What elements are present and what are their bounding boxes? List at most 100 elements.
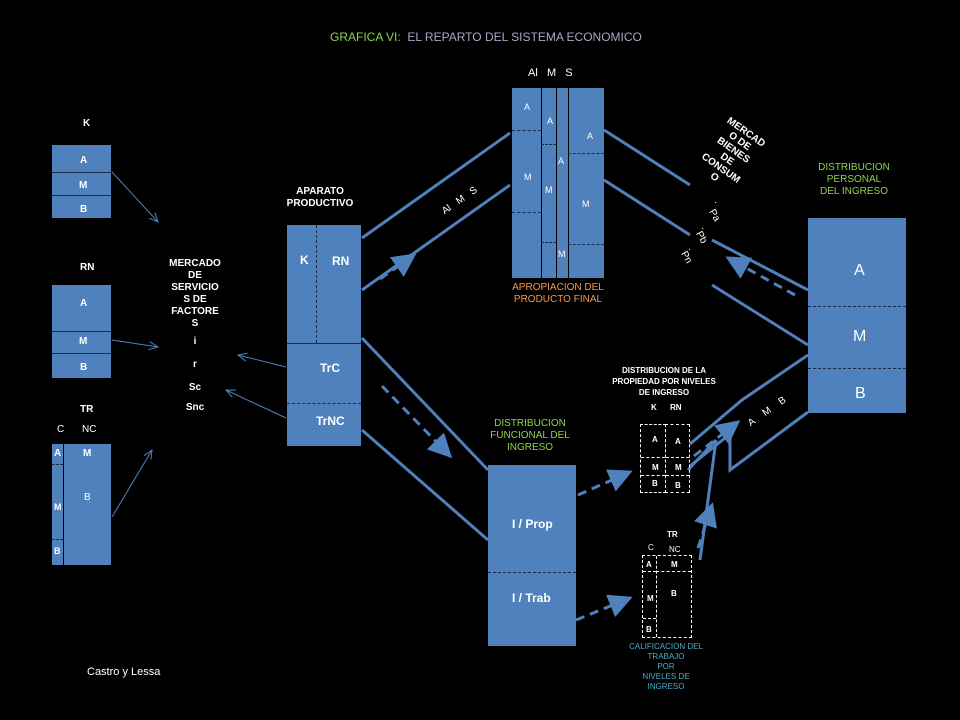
tr-split [63, 444, 64, 565]
labor-caption-5: INGRESO [647, 682, 685, 691]
header-al: Al [528, 67, 538, 79]
property-k: K [651, 403, 657, 412]
property-rn: RN [670, 403, 682, 412]
appropriation-div-5 [568, 153, 604, 154]
appropriation-col-line-3 [568, 88, 569, 278]
functional-title-3: INGRESO [506, 442, 554, 453]
appr-col2-a: A [547, 116, 554, 126]
personal-title-1: DISTRIBUCION [818, 162, 890, 173]
property-rn-div-1 [666, 457, 689, 458]
labor-caption-2: TRABAJO [647, 652, 685, 661]
factor-market-line: SERVICIO [171, 282, 219, 293]
tr-nc: NC [82, 424, 97, 435]
property-k-a: A [652, 435, 658, 444]
appr-col4-a: A [587, 131, 594, 141]
functional-title-1: DISTRIBUCION [494, 418, 566, 429]
property-rn-div-2 [666, 475, 689, 476]
labor-div-2 [643, 618, 656, 619]
labor-div-3 [656, 571, 691, 572]
factor-var-r: r [193, 359, 197, 370]
rn-b: B [80, 362, 88, 373]
factor-var-sc: Sc [188, 382, 202, 393]
property-title-1: DISTRIBUCION DE LA [622, 366, 706, 375]
k-divider-1 [52, 172, 111, 173]
property-rn-a: A [675, 437, 681, 446]
labor-tr: TR [667, 530, 678, 539]
labor-caption-1: CALIFICACION DEL [629, 642, 703, 651]
property-rn-b: B [675, 481, 681, 490]
tr-a: A [54, 448, 62, 459]
appropriation-caption-1: APROPIACION DEL [512, 282, 604, 293]
header-s: S [565, 67, 573, 79]
labor-a: A [646, 560, 652, 569]
productive-rn: RN [332, 254, 350, 268]
appropriation-div-6 [568, 244, 604, 245]
rn-m: M [79, 336, 88, 347]
factor-var-snc: Snc [185, 402, 205, 413]
k-title: K [83, 118, 91, 129]
appr-col4-m: M [582, 199, 590, 209]
personal-divider-1 [808, 306, 906, 307]
labor-split [656, 556, 657, 637]
functional-title: DISTRIBUCION FUNCIONAL DEL INGRESO [480, 418, 580, 454]
k-m: M [79, 180, 88, 191]
rn-a: A [80, 298, 88, 309]
labor-caption-3: POR [657, 662, 675, 671]
functional-trab: I / Trab [512, 591, 551, 605]
productive-box: K RN TrC TrNC [287, 225, 361, 446]
tr-b-left: B [54, 546, 61, 556]
productive-split [316, 225, 317, 343]
appropriation-div-1 [512, 130, 541, 131]
k-box: A M B [52, 145, 111, 218]
personal-a: A [854, 262, 865, 279]
labor-div-1 [643, 571, 656, 572]
property-k-div-1 [641, 457, 665, 458]
chart-title: GRAFICA VI: EL REPARTO DEL SISTEMA ECONO… [330, 30, 642, 44]
property-title-2: PROPIEDAD POR NIVELES [612, 377, 716, 386]
labor-b-left: B [646, 625, 652, 634]
property-k-box: A M B [640, 424, 666, 493]
personal-title-3: DEL INGRESO [820, 186, 888, 197]
property-k-b: B [652, 479, 658, 488]
labor-m-left: M [647, 594, 654, 603]
factor-market-line: MERCADO [169, 258, 221, 269]
labor-caption: CALIFICACION DEL TRABAJO POR NIVELES DE … [616, 642, 716, 692]
tr-title: TR [80, 404, 94, 415]
personal-title: DISTRIBUCION PERSONAL DEL INGRESO [806, 162, 902, 198]
personal-title-2: PERSONAL [826, 174, 882, 185]
factor-market-line: DE [188, 270, 202, 281]
factor-var-i: i [193, 336, 197, 347]
tr-b-right: B [84, 492, 91, 503]
functional-title-2: FUNCIONAL DEL [490, 430, 570, 441]
credit: Castro y Lessa [87, 666, 161, 678]
tr-c: C [57, 424, 65, 435]
header-m: M [546, 67, 557, 79]
productive-trnc: TrNC [316, 414, 345, 428]
property-title: DISTRIBUCION DE LA PROPIEDAD POR NIVELES… [600, 365, 728, 398]
factor-market-line: S DE [183, 294, 207, 305]
appr-col3-a: A [558, 156, 565, 166]
rn-divider-1 [52, 331, 111, 332]
productive-divider-1 [287, 343, 361, 344]
property-rn-m: M [675, 463, 682, 472]
appropriation-box: A M A M A M A M [512, 88, 604, 278]
rn-box: A M B [52, 285, 111, 378]
labor-b-right: B [671, 589, 677, 598]
appropriation-div-2 [512, 212, 541, 213]
k-divider-2 [52, 195, 111, 196]
appropriation-caption-2: PRODUCTO FINAL [513, 294, 603, 305]
k-b: B [80, 204, 88, 215]
rn-divider-2 [52, 353, 111, 354]
appropriation-caption: APROPIACION DEL PRODUCTO FINAL [500, 282, 616, 306]
appropriation-col-line-2 [556, 88, 557, 278]
functional-divider [488, 572, 576, 573]
personal-box: A M B [808, 218, 906, 413]
tr-box: A M B M B [52, 444, 111, 565]
appropriation-col-line-1 [541, 88, 542, 278]
functional-box: I / Prop I / Trab [488, 465, 576, 646]
tr-m-right: M [83, 448, 92, 459]
labor-c: C [648, 543, 654, 552]
personal-b: B [855, 385, 866, 402]
factor-market-line: S [191, 318, 199, 329]
